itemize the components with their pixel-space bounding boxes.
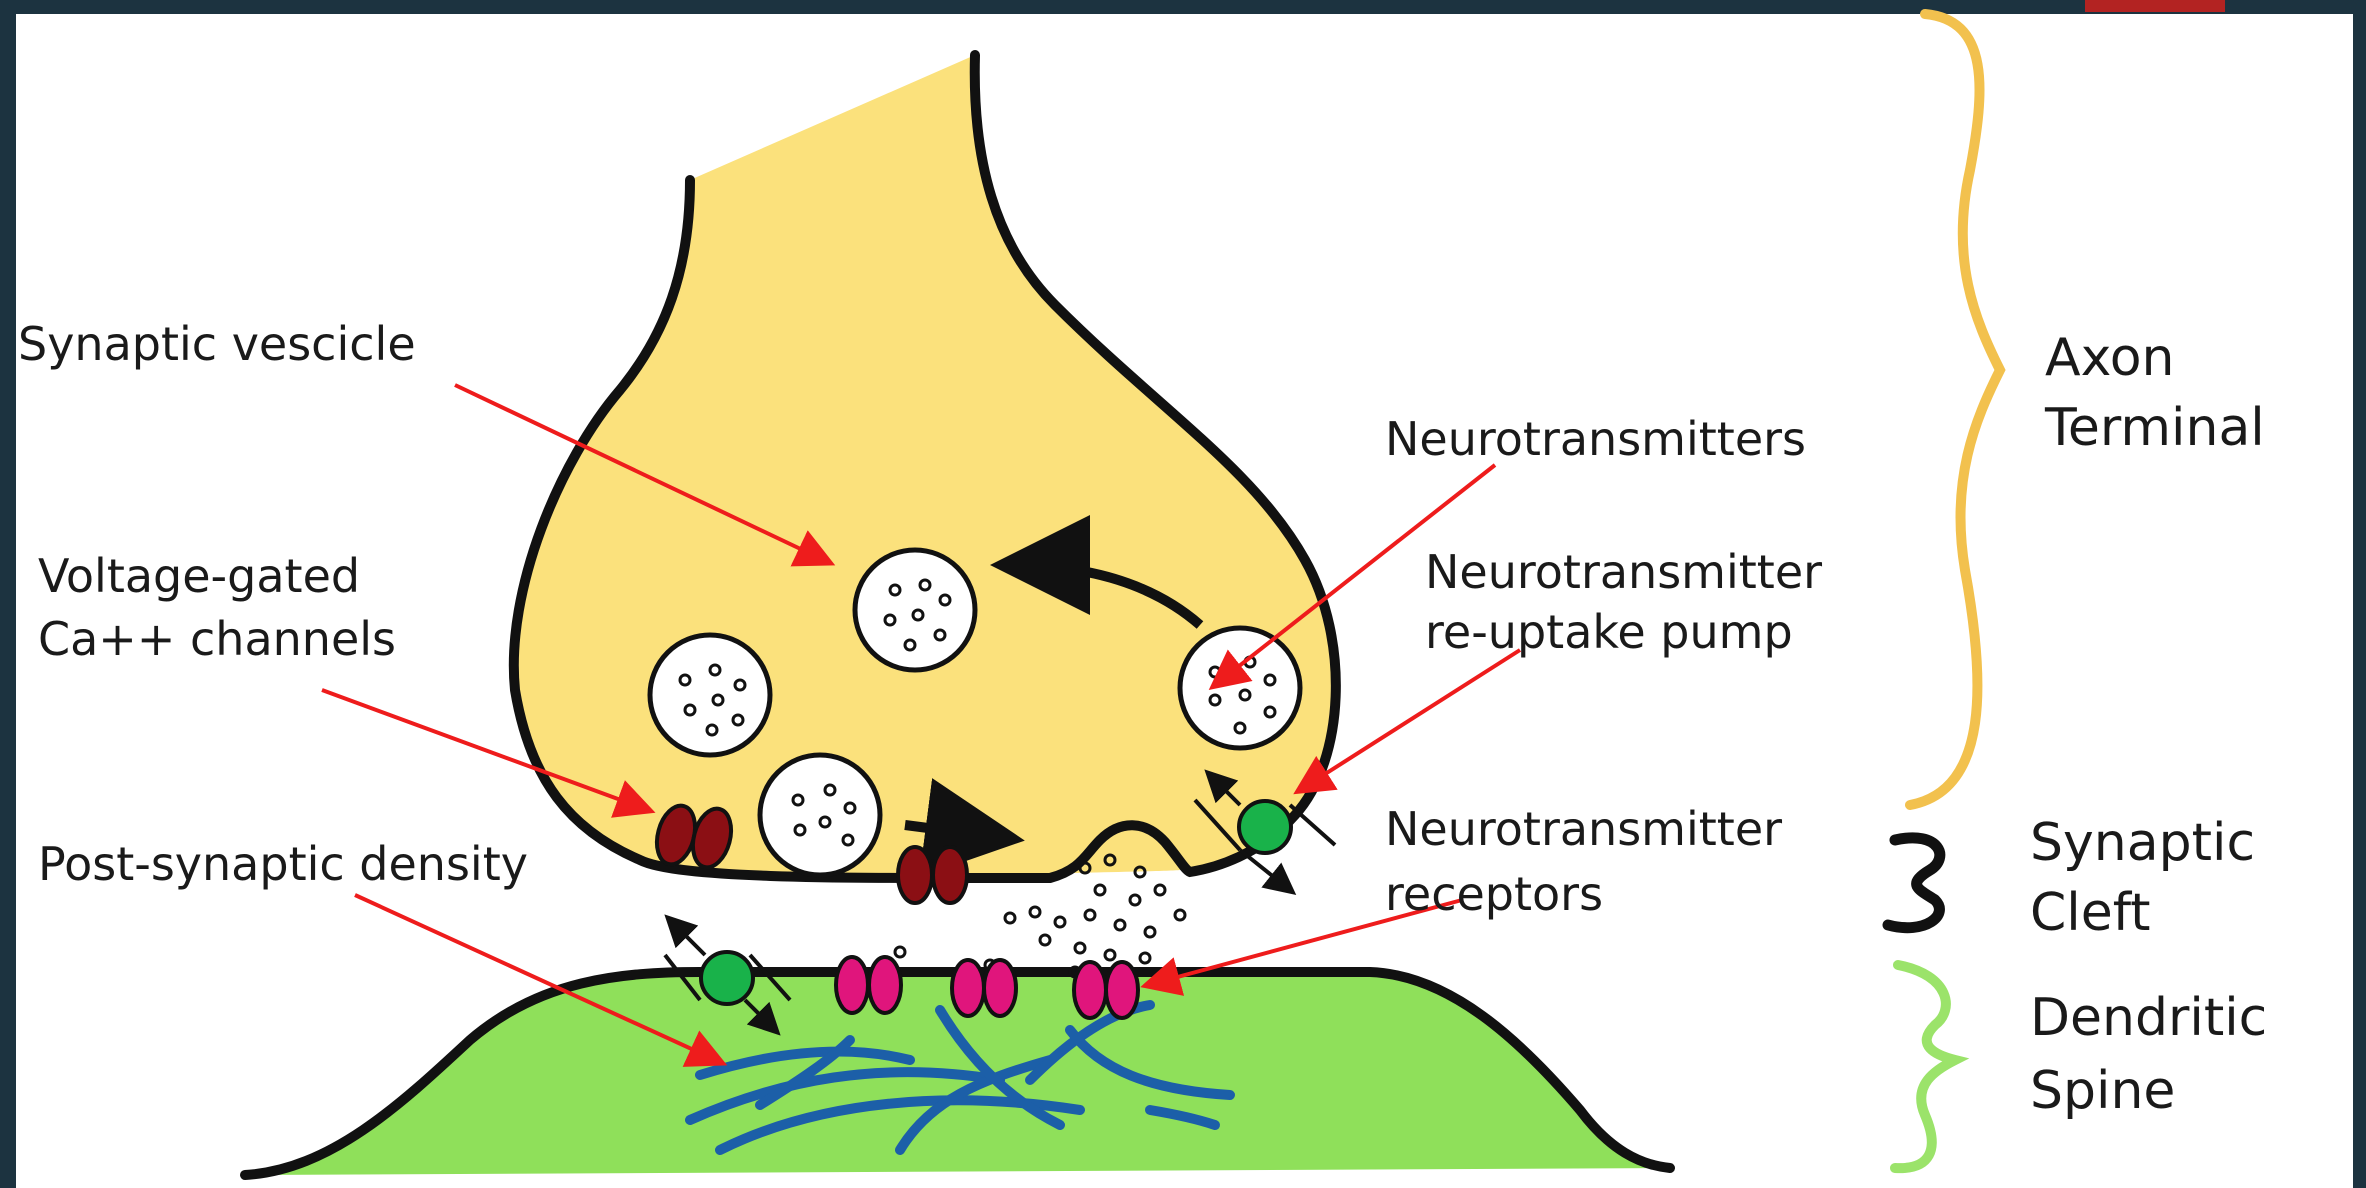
label-neurotransmitters: Neurotransmitters [1385,412,1806,466]
synaptic-cleft-brace [1888,838,1940,928]
axon-terminal-brace [1910,14,2000,805]
region-cleft-1: Synaptic [2030,813,2255,873]
label-reuptake-1: Neurotransmitter [1425,545,1822,599]
synaptic-vesicle [1180,628,1300,748]
region-axon-1: Axon [2045,328,2175,388]
dendritic-spine-brace [1895,965,1955,1168]
label-voltage-gated-2: Ca++ channels [38,612,396,666]
label-receptors-2: receptors [1385,867,1603,921]
region-axon-2: Terminal [2044,398,2265,458]
label-reuptake-2: re-uptake pump [1425,605,1793,659]
region-cleft-2: Cleft [2030,883,2151,943]
label-receptors-1: Neurotransmitter [1385,802,1782,856]
label-post-synaptic-density: Post-synaptic density [38,837,528,891]
region-spine-1: Dendritic [2030,988,2267,1048]
synaptic-vesicle [760,755,880,875]
region-spine-2: Spine [2030,1061,2175,1121]
label-voltage-gated-1: Voltage-gated [38,549,360,603]
synaptic-vesicle [650,635,770,755]
axon-terminal-shape [514,55,1336,880]
synaptic-vesicle [855,550,975,670]
label-synaptic-vesicle: Synaptic vescicle [18,317,416,371]
